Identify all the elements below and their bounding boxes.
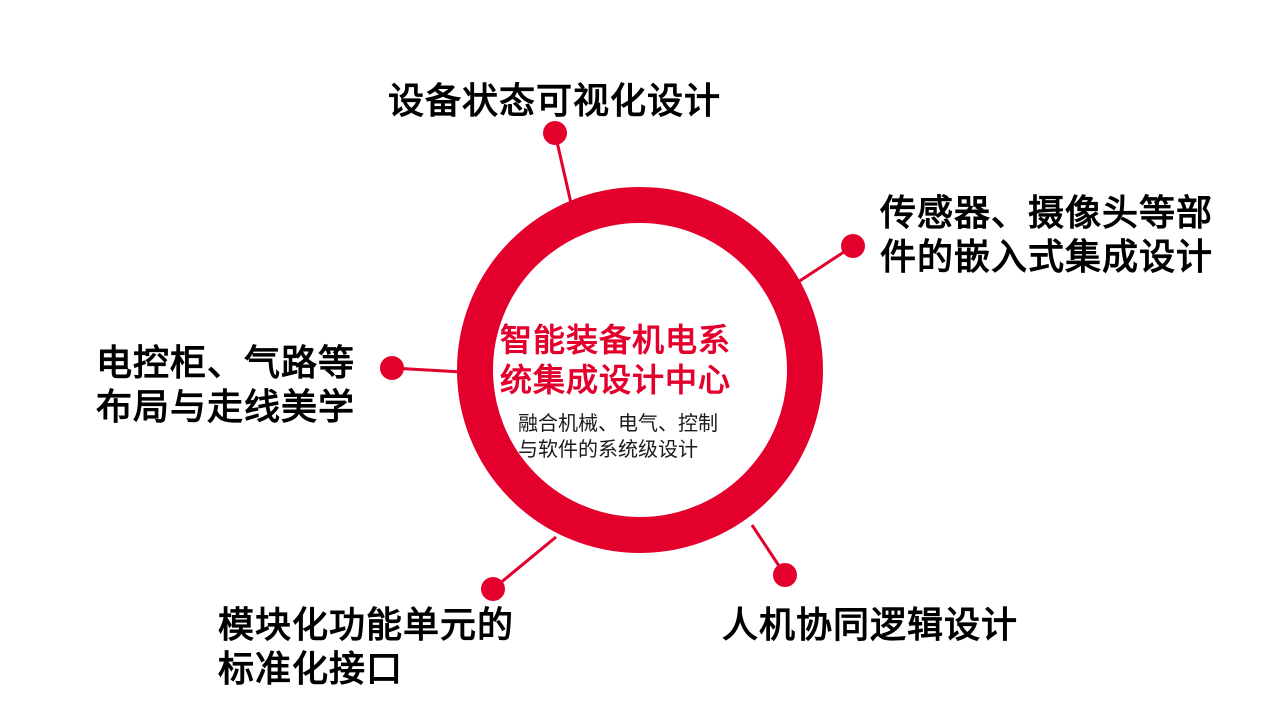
node-label-line: 电控柜、气路等	[96, 343, 356, 384]
node-label-line: 设备状态可视化设计	[388, 81, 722, 122]
node-label-line: 模块化功能单元的	[218, 605, 515, 646]
center-subtitle: 融合机械、电气、控制 与软件的系统级设计	[518, 410, 788, 462]
node-label-top: 设备状态可视化设计	[388, 80, 721, 124]
center-title-line-1: 智能装备机电系	[500, 321, 732, 359]
node-label-bottom-left: 模块化功能单元的 标准化接口	[218, 604, 514, 692]
center-title-line-2: 统集成设计中心	[500, 361, 732, 399]
node-label-line: 标准化接口	[218, 649, 404, 690]
connector-line-top-right	[791, 244, 854, 288]
node-dot-top-right	[841, 234, 865, 258]
connector-line-top	[553, 132, 575, 213]
node-label-line: 传感器、摄像头等部	[880, 193, 1214, 234]
node-label-line: 布局与走线美学	[96, 387, 356, 428]
node-dot-bottom-right	[773, 563, 797, 587]
center-subtitle-line-2: 与软件的系统级设计	[518, 437, 698, 461]
node-label-line: 件的嵌入式集成设计	[880, 237, 1214, 278]
node-label-bottom-right: 人机协同逻辑设计	[722, 604, 1018, 648]
node-label-line: 人机协同逻辑设计	[722, 605, 1019, 646]
connector-line-bottom-left	[492, 535, 557, 591]
node-dot-bottom-left	[481, 577, 505, 601]
node-label-top-right: 传感器、摄像头等部 件的嵌入式集成设计	[880, 192, 1213, 280]
node-dot-left	[380, 356, 404, 380]
node-dot-top	[543, 121, 567, 145]
center-title: 智能装备机电系 统集成设计中心	[500, 320, 780, 400]
node-label-left: 电控柜、气路等 布局与走线美学	[96, 342, 355, 430]
center-subtitle-line-1: 融合机械、电气、控制	[518, 411, 718, 435]
center-ring	[457, 187, 823, 553]
